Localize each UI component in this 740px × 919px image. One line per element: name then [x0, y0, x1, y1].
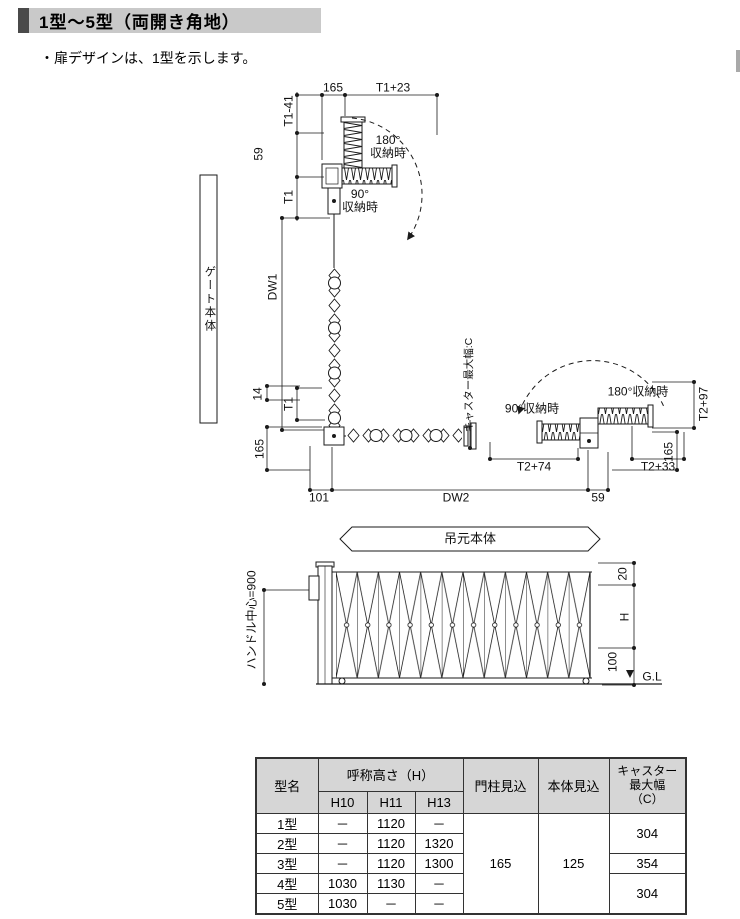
pillar-value: 165 — [462, 812, 539, 914]
table-row: 4型 1030 1130 － 304 — [255, 872, 687, 914]
dim-14: 14 — [250, 387, 265, 401]
h10-value: － — [317, 852, 368, 874]
dim-t1-upper: T1 — [281, 189, 296, 205]
plan-dimension-dots — [265, 93, 696, 492]
dim-59-top: 59 — [251, 147, 266, 161]
dim-t1-lower: T1 — [281, 396, 296, 412]
dim-t2-plus-97: T2+97 — [696, 386, 711, 422]
type-name: 5型 — [255, 892, 319, 914]
stored-180-right-label: 180°収納時 — [607, 384, 669, 399]
dim-165-top: 165 — [322, 80, 344, 95]
elevation-dimension-dots — [262, 561, 636, 687]
h13-value: 1320 — [414, 832, 464, 854]
type-name: 2型 — [255, 832, 319, 854]
stored-90-top-label: 90° 収納時 — [341, 186, 379, 214]
dim-20: 20 — [615, 567, 630, 581]
stored-180-top-line1: 180° — [375, 132, 401, 147]
col-header-body: 本体見込 — [537, 757, 610, 814]
col-header-type: 型名 — [255, 757, 319, 814]
h11-value: 1120 — [366, 832, 416, 854]
vertical-gate-chain — [323, 268, 345, 446]
technical-drawing — [199, 92, 696, 687]
right-stored-gates — [517, 360, 665, 449]
dim-59-bottom: 59 — [591, 490, 605, 505]
dim-dw1: DW1 — [265, 273, 280, 301]
table-row: 1型 － 1120 － 165 125 304 — [255, 812, 687, 914]
stored-90-right-label: 90°収納時 — [504, 401, 560, 416]
caster-value-4-5: 304 — [608, 872, 687, 914]
col-header-height: 呼称高さ（H） — [317, 757, 464, 792]
handle-center-label: ハンドル中心=900 — [244, 570, 259, 670]
caster-value-3: 354 — [608, 852, 687, 874]
dim-101: 101 — [308, 490, 330, 505]
spec-table: 型名 呼称高さ（H） 門柱見込 本体見込 キャスター 最大幅 （C） H10 H… — [255, 757, 687, 915]
elevation-view — [308, 561, 662, 685]
h11-value: 1120 — [366, 812, 416, 834]
h10-value: 1030 — [317, 872, 368, 894]
h13-value: － — [414, 872, 464, 894]
hinge-body-label: 吊元本体 — [443, 530, 497, 546]
stored-180-top-line2: 収納時 — [369, 146, 407, 160]
type-name: 1型 — [255, 812, 319, 834]
hinge-body-banner — [339, 526, 601, 552]
h11-value: 1130 — [366, 872, 416, 894]
h10-value: － — [317, 812, 368, 834]
dim-t1-plus-23: T1+23 — [375, 80, 411, 95]
table-row: 2型 － 1120 1320 — [255, 832, 686, 854]
title-accent-bar — [18, 8, 29, 33]
table-row: 3型 － 1120 1300 354 — [255, 852, 687, 874]
dim-165-left: 165 — [252, 438, 267, 460]
h13-value: － — [414, 892, 464, 914]
ground-line-label: G.L — [642, 669, 662, 684]
col-header-h10: H10 — [317, 790, 368, 814]
col-header-h13: H13 — [414, 790, 464, 814]
table-row: 5型 1030 － － — [255, 892, 686, 914]
caster-width-label: キャスター最大幅:C — [463, 337, 476, 433]
dim-100: 100 — [605, 651, 620, 673]
page-title: 1型～5型（両開き角地） — [29, 8, 321, 33]
dim-dw2: DW2 — [442, 490, 470, 505]
body-value: 125 — [537, 812, 610, 914]
h13-value: － — [414, 812, 464, 834]
col-header-pillar: 門柱見込 — [462, 757, 539, 814]
stored-90-top-line2: 収納時 — [341, 200, 379, 214]
caster-value-1-2: 304 — [608, 812, 687, 854]
stored-180-top-label: 180° 収納時 — [369, 132, 407, 160]
dim-t2-plus-74: T2+74 — [516, 459, 552, 474]
h10-value: 1030 — [317, 892, 368, 914]
plan-dimension-lines — [266, 92, 695, 491]
dim-t1-minus-41: T1-41 — [281, 95, 296, 127]
dim-h: H — [617, 612, 632, 622]
dim-t2-plus-33: T2+33 — [640, 459, 676, 474]
col-header-caster: キャスター 最大幅 （C） — [608, 757, 687, 814]
gate-body-label: ゲート本体 — [203, 265, 216, 333]
design-note: ・扉デザインは、1型を示します。 — [40, 50, 257, 66]
h11-value: － — [366, 892, 416, 914]
gate-body-box — [199, 174, 218, 424]
scrollbar-thumb[interactable] — [736, 50, 740, 72]
top-stored-gates — [321, 116, 423, 268]
type-name: 4型 — [255, 872, 319, 894]
col-header-h11: H11 — [366, 790, 416, 814]
horizontal-gate-chain — [344, 422, 477, 450]
stored-90-top-line1: 90° — [350, 186, 370, 201]
h13-value: 1300 — [414, 852, 464, 874]
h10-value: － — [317, 832, 368, 854]
type-name: 3型 — [255, 852, 319, 874]
h11-value: 1120 — [366, 852, 416, 874]
